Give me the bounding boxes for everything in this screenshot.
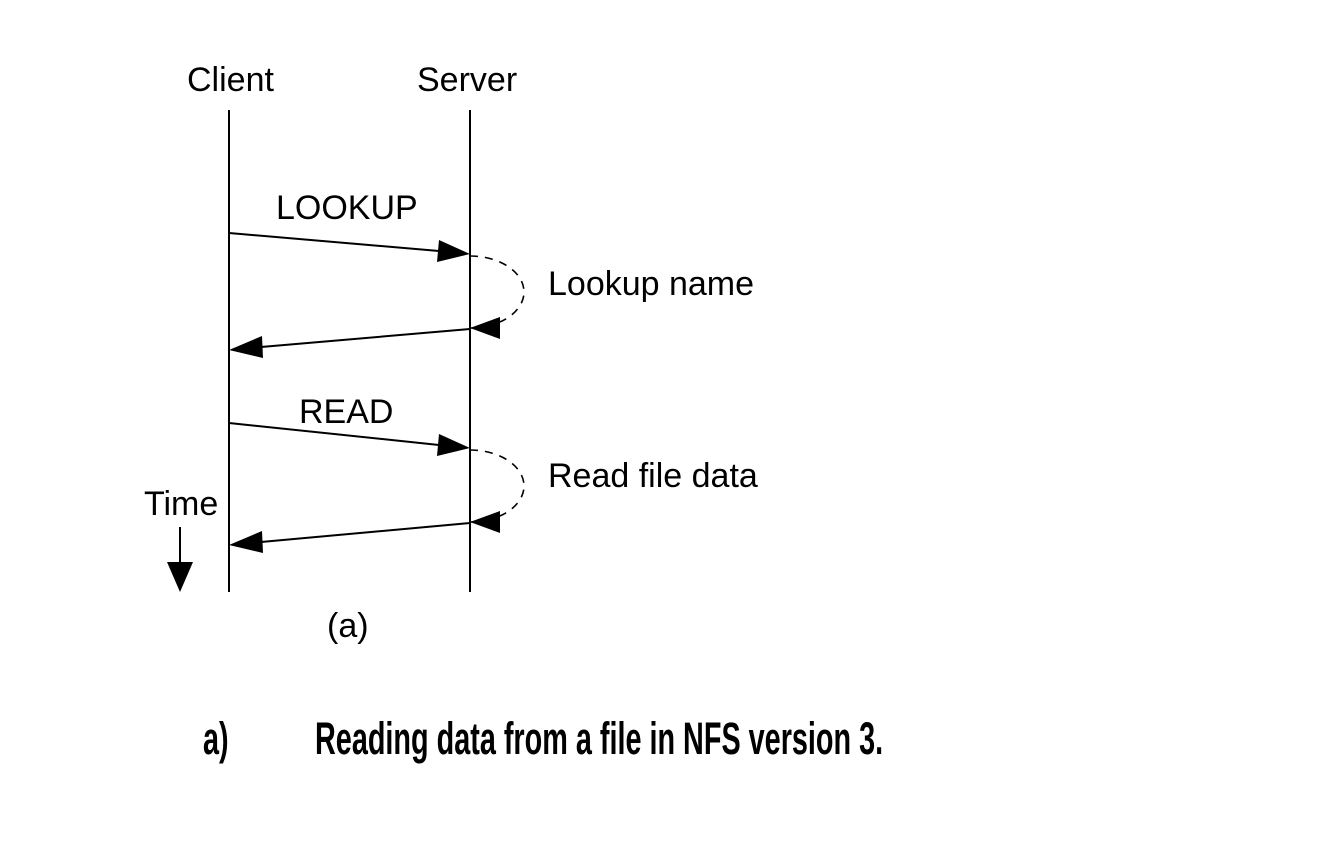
time-arrowhead [167,562,193,592]
read-request-arrowhead [437,434,470,456]
read-reply-arrow [260,522,471,543]
caption-text: Reading data from a file in NFS version … [315,713,884,764]
subfigure-label: (a) [327,607,369,645]
read-request-arrow [228,422,440,446]
read-file-data-label: Read file data [548,457,758,495]
client-label: Client [187,61,274,99]
read-loop-arrowhead [470,511,500,533]
lookup-reply-arrow [260,328,471,348]
lookup-processing-loop [469,255,525,329]
lookup-message-label: LOOKUP [276,189,418,227]
caption-index: a) [203,713,229,764]
read-reply-arrowhead [229,531,263,553]
server-label: Server [417,61,518,99]
lookup-name-label: Lookup name [548,265,755,303]
lookup-reply-arrowhead [229,336,263,358]
read-message-label: READ [299,393,394,431]
lookup-loop-arrowhead [470,317,500,339]
lookup-request-arrow [228,232,440,252]
lookup-request-arrowhead [437,240,470,262]
time-label: Time [144,485,219,523]
read-processing-loop [469,449,525,523]
